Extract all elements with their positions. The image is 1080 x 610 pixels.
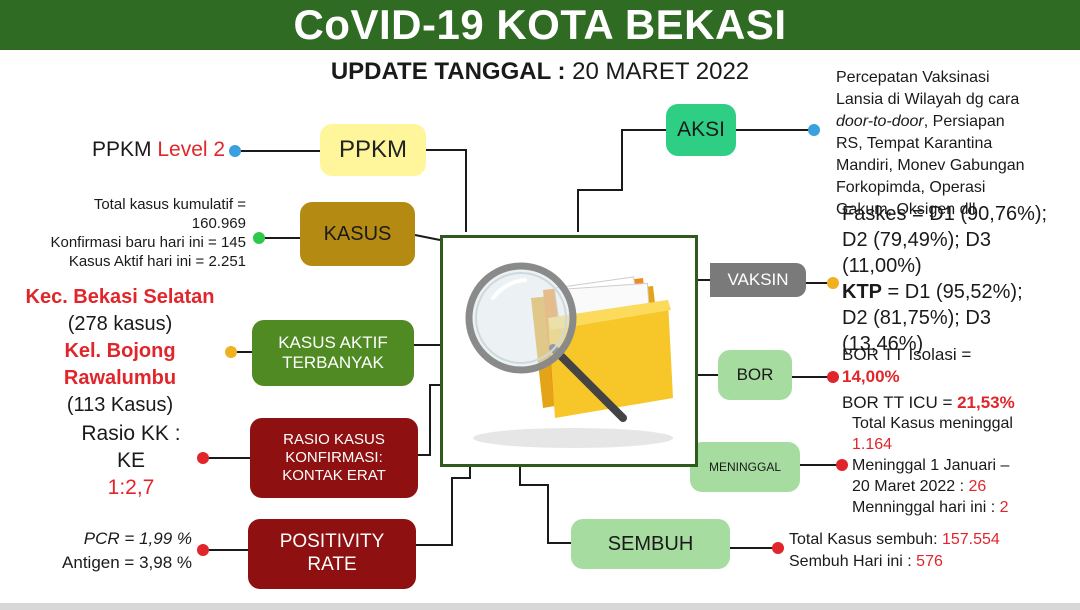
vaksin-node: VAKSIN [710, 263, 806, 297]
kasus-text: Total kasus kumulatif = 160.969 Konfirma… [50, 196, 246, 270]
kasus-aktif-node: KASUS AKTIF TERBANYAK [252, 320, 414, 386]
bottom-bar [0, 603, 1080, 610]
bor-node: BOR [718, 350, 792, 400]
positivity-dot [197, 544, 209, 556]
ppkm-node: PPKM [320, 124, 426, 176]
positivity-text: PCR = 1,99 % Antigen = 3,98 % [62, 529, 192, 572]
kasus-aktif-dot [225, 346, 237, 358]
aksi-node: AKSI [666, 104, 736, 156]
center-image [440, 235, 698, 467]
kasus-node: KASUS [300, 202, 415, 266]
kasus-aktif-text: Kec. Bekasi Selatan (278 kasus) Kel. Boj… [25, 286, 215, 416]
aksi-dot [808, 124, 820, 136]
meninggal-text: Total Kasus meninggal 1.164 Meninggal 1 … [852, 415, 1013, 516]
positivity-node: POSITIVITY RATE [248, 519, 416, 589]
vaksin-dot [827, 277, 839, 289]
rasio-dot [197, 452, 209, 464]
rasio-node: RASIO KASUS KONFIRMASI: KONTAK ERAT [250, 418, 418, 498]
bor-dot [827, 371, 839, 383]
sembuh-dot [772, 542, 784, 554]
vaksin-text: Faskes = D1 (90,76%); D2 (79,49%); D3 (1… [842, 203, 1048, 355]
meninggal-node: MENINGGAL [690, 442, 800, 492]
sembuh-node: SEMBUH [571, 519, 730, 569]
update-date: UPDATE TANGGAL : 20 MARET 2022 [330, 58, 750, 85]
aksi-text: Percepatan Vaksinasi Lansia di Wilayah d… [836, 69, 1025, 218]
ppkm-text: PPKM Level 2 [92, 138, 226, 161]
bor-text: BOR TT Isolasi = 14,00% BOR TT ICU = 21,… [842, 345, 1015, 412]
kasus-dot [253, 232, 265, 244]
meninggal-dot [836, 459, 848, 471]
rasio-text: Rasio KK : KE 1:2,7 [81, 422, 181, 499]
ppkm-dot [229, 145, 241, 157]
page-title: CoVID-19 KOTA BEKASI [0, 0, 1080, 50]
sembuh-text: Total Kasus sembuh: 157.554 Sembuh Hari … [789, 531, 1000, 570]
magnifier-folder-icon [465, 262, 673, 448]
